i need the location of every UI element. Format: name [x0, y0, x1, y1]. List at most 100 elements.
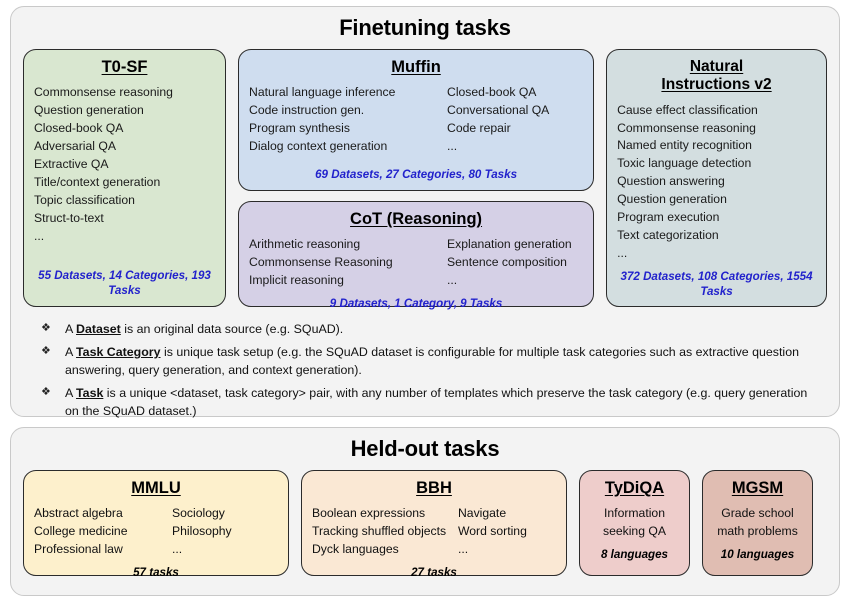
list-item: Text categorization	[617, 228, 719, 243]
list-item: Commonsense reasoning	[34, 85, 173, 100]
finetuning-tasks-panel: Finetuning tasks T0-SF Commonsense reaso…	[10, 6, 840, 418]
held-out-panel-title: Held-out tasks	[350, 436, 500, 461]
definition-task-category: ❖ A Task Category is unique task setup (…	[41, 344, 821, 380]
diamond-bullet-icon: ❖	[41, 385, 51, 398]
definition-task-text: A Task is a unique <dataset, task catego…	[65, 385, 821, 421]
card-title-natural-instructions-v2: Natural Instructions v2	[617, 58, 816, 95]
definition-dataset: ❖ A Dataset is an original data source (…	[41, 321, 821, 339]
held-out-card-row: MMLU Abstract algebra College medicine P…	[23, 470, 827, 579]
card-stats-t0-sf: 55 Datasets, 14 Categories, 193 Tasks	[38, 268, 211, 297]
list-item: Program synthesis	[249, 121, 350, 136]
card-items-natural-instructions-v2: Cause effect classification Commonsense …	[617, 102, 816, 263]
list-item: Natural language inference	[249, 85, 396, 100]
list-item: Struct-to-text	[34, 211, 104, 226]
list-item-ellipsis: ...	[617, 246, 628, 261]
card-stats-natural-instructions-v2: 372 Datasets, 108 Categories, 1554 Tasks	[620, 270, 813, 299]
list-item: Adversarial QA	[34, 139, 116, 154]
diamond-bullet-icon: ❖	[41, 344, 51, 357]
card-items-cot-reasoning: Arithmetic reasoning Commonsense Reasoni…	[249, 236, 583, 290]
list-item: College medicine	[34, 524, 128, 539]
list-item: Question generation	[617, 192, 727, 207]
list-item: seeking QA	[602, 524, 666, 539]
list-item: Program execution	[617, 210, 720, 225]
list-item-ellipsis: ...	[447, 139, 458, 154]
list-item: Boolean expressions	[312, 506, 426, 521]
list-item: Dyck languages	[312, 541, 399, 556]
list-item-ellipsis: ...	[34, 228, 45, 243]
card-title-t0-sf: T0-SF	[101, 58, 148, 76]
card-stats-mmlu: 57 tasks	[133, 565, 179, 579]
card-items-muffin-col1: Natural language inference Code instruct…	[249, 84, 447, 160]
card-items-cot-col2: Explanation generation Sentence composit…	[447, 236, 572, 290]
list-item: math problems	[717, 524, 798, 539]
list-item: Topic classification	[34, 193, 135, 208]
card-items-cot-col1: Arithmetic reasoning Commonsense Reasoni…	[249, 236, 447, 290]
list-item: Closed-book QA	[34, 121, 124, 136]
card-title-line1: Natural	[689, 58, 744, 75]
definition-term: Task Category	[76, 344, 161, 359]
card-title-bbh: BBH	[416, 479, 452, 497]
card-items-muffin-col2: Closed-book QA Conversational QA Code re…	[447, 84, 549, 160]
list-item: Commonsense Reasoning	[249, 255, 393, 270]
list-item: Professional law	[34, 541, 123, 556]
diamond-bullet-icon: ❖	[41, 322, 51, 334]
card-title-tydiqa: TyDiQA	[604, 479, 665, 497]
held-out-tasks-panel: Held-out tasks MMLU Abstract algebra Col…	[10, 427, 840, 596]
definition-rest: is an original data source (e.g. SQuAD).	[120, 322, 344, 336]
card-title-muffin: Muffin	[391, 58, 441, 76]
list-item: Word sorting	[458, 524, 527, 539]
list-item: Arithmetic reasoning	[249, 237, 361, 252]
card-t0-sf: T0-SF Commonsense reasoning Question gen…	[23, 49, 227, 307]
card-natural-instructions-v2: Natural Instructions v2 Cause effect cla…	[606, 49, 827, 307]
list-item: Commonsense reasoning	[617, 120, 756, 135]
list-item-ellipsis: ...	[447, 273, 458, 288]
card-stats-tydiqa: 8 languages	[600, 547, 668, 561]
definition-term: Task	[76, 385, 104, 400]
card-items-t0-sf: Commonsense reasoning Question generatio…	[34, 84, 215, 261]
card-tydiqa: TyDiQA Information seeking QA 8 language…	[579, 470, 690, 576]
list-item: Extractive QA	[34, 157, 109, 172]
definition-term: Dataset	[76, 322, 121, 336]
list-item: Sentence composition	[447, 255, 567, 270]
list-item-ellipsis: ...	[458, 541, 469, 556]
definition-rest: is unique task setup (e.g. the SQuAD dat…	[65, 344, 799, 377]
list-item: Abstract algebra	[34, 506, 123, 521]
card-items-mmlu-col1: Abstract algebra College medicine Profes…	[34, 505, 172, 558]
card-title-mgsm: MGSM	[731, 479, 784, 497]
list-item: Title/context generation	[34, 175, 161, 190]
card-items-tydiqa: Information seeking QA	[590, 505, 679, 540]
list-item: Named entity recognition	[617, 138, 752, 153]
list-item: Grade school	[721, 506, 794, 521]
list-item: Toxic language detection	[617, 156, 752, 171]
list-item: Code repair	[447, 121, 511, 136]
definition-task: ❖ A Task is a unique <dataset, task cate…	[41, 385, 821, 421]
definition-lead: A	[65, 344, 77, 359]
definition-rest: is a unique <dataset, task category> pai…	[65, 385, 808, 418]
card-items-bbh-col1: Boolean expressions Tracking shuffled ob…	[312, 505, 458, 558]
list-item: Sociology	[172, 506, 225, 521]
list-item: Tracking shuffled objects	[312, 524, 447, 539]
list-item: Information	[604, 506, 665, 521]
card-muffin: Muffin Natural language inference Code i…	[238, 49, 595, 191]
list-item: Dialog context generation	[249, 139, 388, 154]
list-item: Implicit reasoning	[249, 273, 344, 288]
card-title-line2: Instructions v2	[661, 76, 772, 94]
finetuning-middle-column: Muffin Natural language inference Code i…	[238, 49, 595, 310]
card-stats-mgsm: 10 languages	[720, 547, 795, 561]
list-item: Closed-book QA	[447, 85, 537, 100]
definition-lead: A	[65, 322, 77, 336]
card-stats-bbh: 27 tasks	[411, 565, 457, 579]
finetuning-panel-title: Finetuning tasks	[339, 15, 511, 40]
card-cot-reasoning: CoT (Reasoning) Arithmetic reasoning Com…	[238, 201, 595, 310]
card-mmlu: MMLU Abstract algebra College medicine P…	[23, 470, 289, 579]
card-bbh: BBH Boolean expressions Tracking shuffle…	[301, 470, 567, 579]
list-item: Explanation generation	[447, 237, 572, 252]
card-items-mgsm: Grade school math problems	[713, 505, 802, 540]
card-items-mmlu: Abstract algebra College medicine Profes…	[34, 505, 278, 558]
card-title-mmlu: MMLU	[131, 479, 181, 497]
definition-task-category-text: A Task Category is unique task setup (e.…	[65, 344, 821, 380]
list-item: Navigate	[458, 506, 507, 521]
list-item: Philosophy	[172, 524, 232, 539]
list-item-ellipsis: ...	[172, 541, 183, 556]
